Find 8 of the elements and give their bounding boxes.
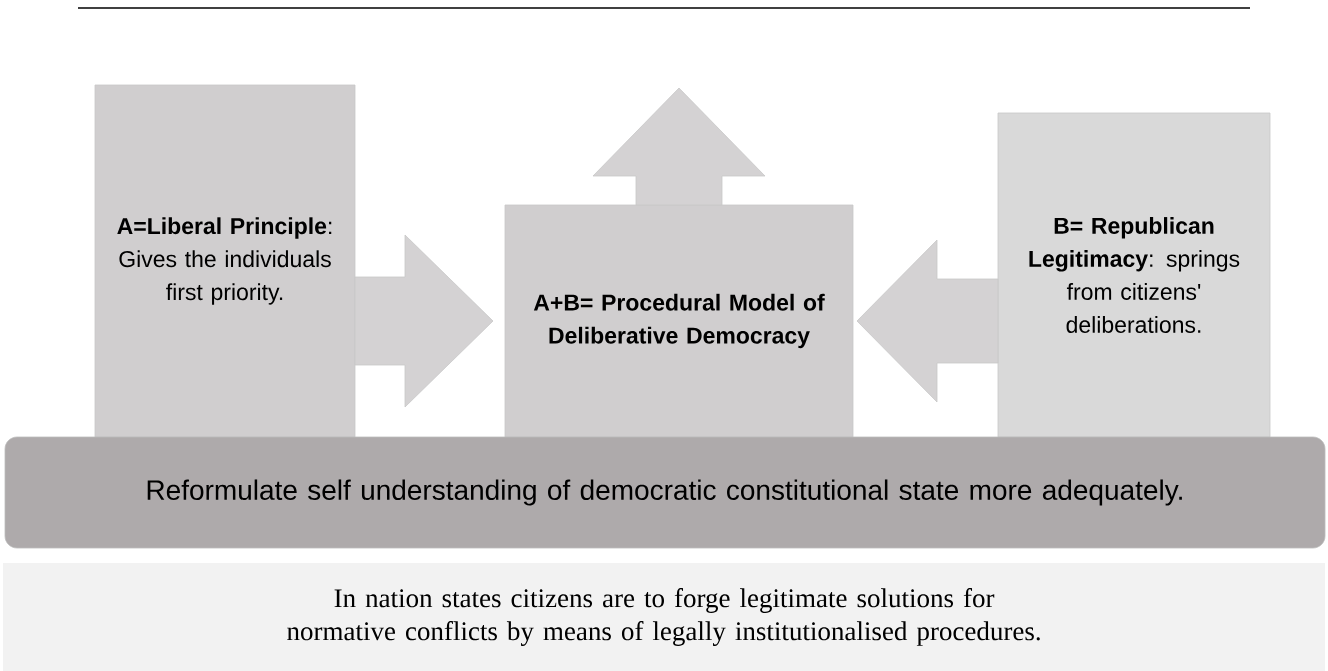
- block-arrow: [856, 239, 999, 403]
- base-band: Reformulate self understanding of democratic constitutional state more adequately.: [4, 436, 1326, 549]
- block-arrow: [592, 87, 766, 206]
- text-box: A+B= Procedural Model of Deliberative Democracy: [504, 204, 854, 438]
- block-arrow: [354, 234, 494, 408]
- text-box: A=Liberal Principle: Gives the individuals first priority.: [94, 84, 356, 438]
- caption: In nation states citizens are to forge legitimate solutions for normative conflicts by means of legally institutionalised procedures.: [3, 563, 1325, 671]
- text-box: B= Republican Legitimacy: springs from citizens' deliberations.: [997, 112, 1271, 438]
